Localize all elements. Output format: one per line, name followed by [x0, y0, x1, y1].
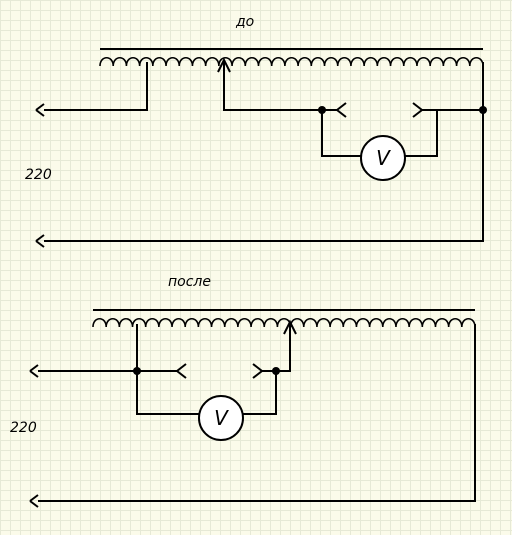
after-arrow-phase — [29, 364, 39, 378]
before-contact-left — [335, 102, 347, 118]
after-wire-phase — [38, 324, 138, 372]
after-wire-tap — [262, 322, 291, 372]
before-arrow-phase — [35, 103, 45, 117]
after-arrow-neutral — [29, 494, 39, 508]
before-tap-arrow — [217, 57, 231, 73]
before-junction-dot — [318, 106, 326, 114]
before-wire-phase — [44, 62, 148, 111]
before-transformer-winding — [99, 56, 484, 67]
after-wire-meter-left — [136, 371, 199, 415]
before-circuit: до V 220 — [25, 14, 487, 248]
after-wire-neutral — [38, 324, 476, 502]
after-junction-dot — [272, 367, 280, 375]
after-voltmeter-label: V — [214, 406, 229, 430]
before-wire-neutral — [44, 62, 484, 242]
after-contact-left — [175, 363, 187, 379]
before-wire-meter-right — [405, 110, 438, 157]
before-junction-dot — [479, 106, 487, 114]
before-contact-right — [412, 102, 424, 118]
after-wire-meter-right — [243, 371, 277, 415]
after-junction-dot — [133, 367, 141, 375]
after-contact-right — [252, 363, 264, 379]
after-title: после — [168, 274, 211, 290]
before-voltmeter-label: V — [376, 146, 391, 170]
before-voltage-label: 220 — [25, 167, 52, 183]
after-voltmeter — [198, 395, 244, 441]
after-circuit: после V 220 — [10, 274, 476, 508]
before-arrow-neutral — [35, 234, 45, 248]
after-transformer-winding — [92, 317, 476, 328]
before-title: до — [235, 14, 254, 30]
before-voltmeter — [360, 135, 406, 181]
after-voltage-label: 220 — [10, 420, 37, 436]
after-tap-arrow — [283, 319, 297, 335]
